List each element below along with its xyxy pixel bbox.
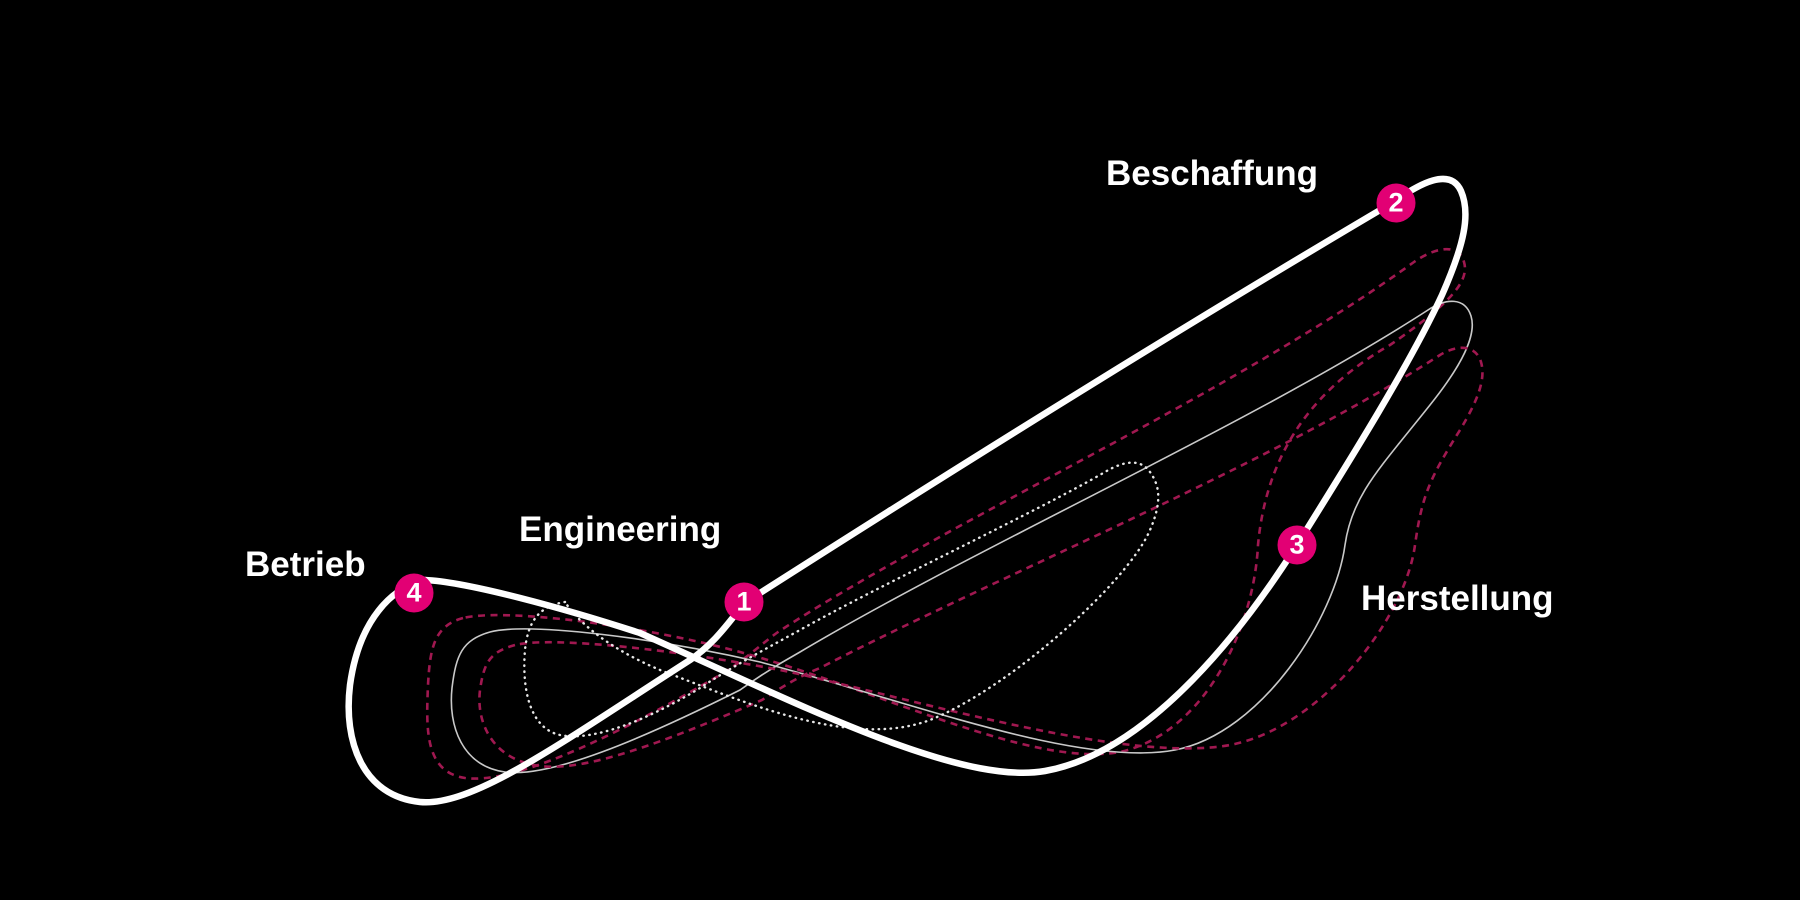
phase-label-herstellung: Herstellung [1361,579,1554,618]
main-lifecycle-curve [345,175,1469,806]
iteration-curve-dashed-inner [478,346,1484,769]
phase-number: 1 [736,586,752,617]
phase-label-betrieb: Betrieb [245,545,366,584]
phase-number: 2 [1388,187,1404,218]
phase-number-badge-3: 3 [1277,525,1317,565]
phase-number: 4 [406,577,422,608]
phase-label-engineering: Engineering [519,510,722,549]
iteration-curve-thin [450,300,1474,774]
iteration-curve-dotted [523,461,1160,738]
phase-label-beschaffung: Beschaffung [1106,154,1318,193]
phase-number-badge-2: 2 [1376,183,1416,223]
phase-number-badge-1: 1 [724,582,764,622]
phase-number: 3 [1289,529,1305,560]
phase-number-badge-4: 4 [394,573,434,613]
